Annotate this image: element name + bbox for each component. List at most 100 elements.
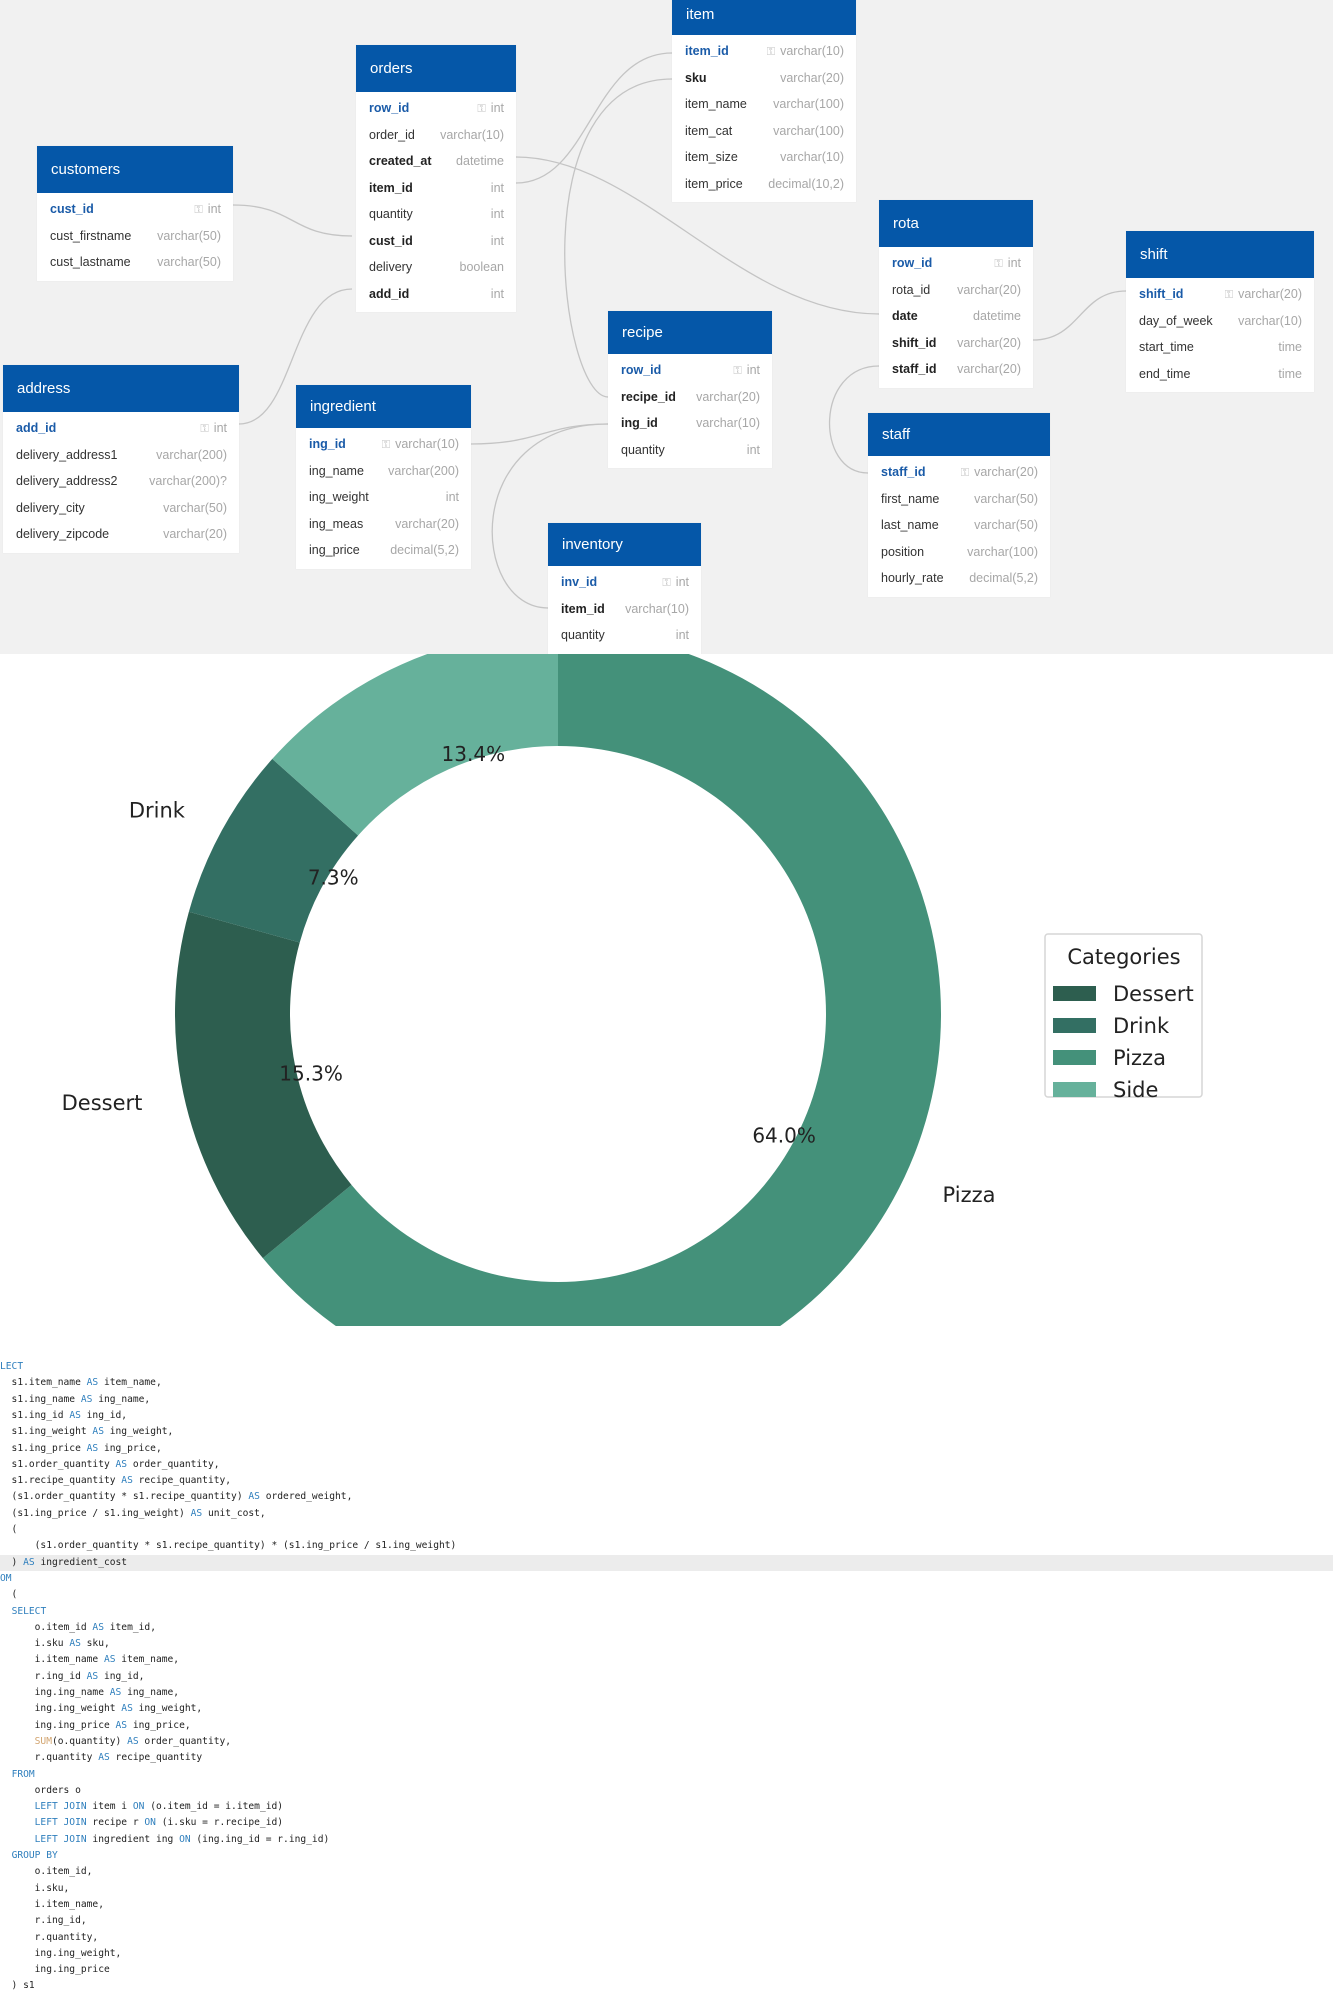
code-line: (s1.ing_price / s1.ing_weight) AS unit_c…	[0, 1507, 266, 1519]
column-name: ing_name	[309, 463, 364, 478]
column-row: ing_name varchar(200)	[296, 458, 471, 485]
code-line: ing.ing_price	[0, 1964, 110, 1976]
column-name: end_time	[1139, 366, 1191, 381]
code-line: s1.ing_id AS ing_id,	[0, 1409, 128, 1421]
donut-slice-pizza	[262, 631, 941, 1397]
column-type: decimal(10,2)	[768, 176, 844, 191]
key-icon: ⚿	[381, 439, 391, 451]
code-line: ing.ing_name AS ing_name,	[0, 1687, 180, 1698]
column-row: add_id⚿int	[3, 415, 239, 442]
legend-label-dessert: Dessert	[1113, 982, 1194, 1006]
column-type: ⚿int	[662, 575, 689, 589]
percent-label-pizza: 64.0%	[752, 1123, 816, 1147]
key-icon: ⚿	[662, 577, 671, 589]
rel-orders-rota	[515, 156, 880, 315]
code-line: LEFT JOIN ingredient ing ON (ing.ing_id …	[34, 1833, 330, 1845]
column-name: row_id	[621, 363, 662, 377]
column-row: row_id⚿int	[356, 95, 516, 122]
table-title: recipe	[608, 311, 772, 354]
column-type: varchar(10)	[780, 150, 844, 164]
rel-rota-staff	[828, 365, 880, 474]
code-line: r.quantity,	[0, 1931, 99, 1943]
column-row: ing_price decimal(5,2)	[296, 537, 471, 564]
code-line: orders o	[0, 1784, 81, 1796]
column-name: delivery	[369, 260, 413, 274]
rel-address-orders	[238, 288, 353, 425]
column-type: varchar(50)	[974, 518, 1038, 532]
column-type: ⚿int	[194, 202, 221, 216]
column-name: order_id	[369, 127, 415, 142]
column-type: varchar(200)	[388, 463, 459, 478]
outer-label-dessert: Dessert	[62, 1091, 143, 1115]
key-icon: ⚿	[733, 365, 742, 377]
code-line: FROM	[11, 1768, 35, 1780]
column-type: varchar(20)	[163, 527, 227, 541]
column-type: varchar(10)	[625, 601, 689, 616]
code-line: r.quantity AS recipe_quantity	[0, 1752, 203, 1764]
donut-slice-drink	[188, 758, 359, 943]
code-line: ing.ing_weight AS ing_weight,	[0, 1703, 203, 1715]
percent-label-side: 13.4%	[442, 742, 506, 766]
column-name: row_id	[369, 101, 410, 115]
code-line: s1.ing_name AS ing_name,	[0, 1393, 151, 1405]
column-type: decimal(5,2)	[969, 571, 1038, 585]
column-name: created_at	[369, 154, 432, 168]
column-name: ing_id	[621, 416, 658, 430]
column-name: cust_lastname	[50, 255, 131, 269]
column-type: decimal(5,2)	[390, 543, 459, 557]
legend-swatch-pizza	[1053, 1050, 1096, 1065]
table-title: customers	[37, 146, 233, 193]
column-name: hourly_rate	[881, 571, 944, 585]
legend-swatch-drink	[1053, 1018, 1096, 1033]
column-row: inv_id⚿int	[548, 569, 701, 596]
column-name: item_cat	[685, 123, 733, 138]
column-name: quantity	[621, 442, 665, 457]
column-name: ing_price	[309, 543, 360, 557]
column-type: varchar(50)	[157, 255, 221, 269]
column-name: day_of_week	[1139, 313, 1213, 328]
column-row: delivery_zipcode varchar(20)	[3, 521, 239, 548]
donut-slice-side	[272, 631, 558, 836]
column-name: cust_id	[369, 233, 413, 248]
column-type: varchar(10)	[1238, 313, 1302, 328]
column-type: ⚿int	[200, 421, 227, 435]
column-name: delivery_zipcode	[16, 527, 110, 541]
column-name: ing_id	[309, 437, 346, 451]
table-title: inventory	[548, 523, 701, 566]
column-type: varchar(20)	[780, 70, 844, 85]
column-type: int	[675, 628, 689, 642]
rel-recipe-inventory	[491, 423, 609, 609]
column-type: ⚿varchar(10)	[381, 437, 459, 451]
percent-label-dessert: 15.3%	[279, 1062, 343, 1086]
column-name: delivery_address2	[16, 474, 118, 488]
column-name: first_name	[881, 491, 940, 506]
code-line: LEFT JOIN item i ON (o.item_id = i.item_…	[34, 1801, 284, 1813]
relationship-lines	[232, 52, 1127, 609]
